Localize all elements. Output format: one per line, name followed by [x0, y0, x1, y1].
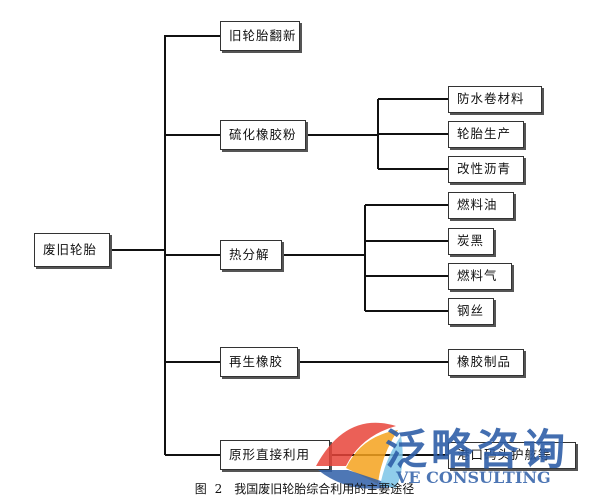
- node-root: 废旧轮胎: [34, 233, 110, 267]
- node-branch-2-label: 硫化橡胶粉: [229, 126, 297, 142]
- node-b2-child-3: 改性沥青: [448, 156, 524, 183]
- node-b2-child-1-label: 防水卷材料: [457, 91, 525, 107]
- figure-caption: 图 2 我国废旧轮胎综合利用的主要途径: [0, 480, 609, 497]
- node-root-label: 废旧轮胎: [43, 241, 98, 257]
- node-b3-child-3: 燃料气: [448, 263, 512, 290]
- figure-number: 图 2: [194, 482, 225, 496]
- node-b3-child-4-label: 钢丝: [457, 303, 485, 319]
- node-branch-5: 原形直接利用: [220, 440, 330, 470]
- node-branch-3-label: 热分解: [229, 246, 270, 262]
- logo-mark-icon: [316, 422, 403, 489]
- node-branch-3: 热分解: [220, 240, 282, 270]
- watermark-subtext: VE CONSULTING: [396, 468, 551, 487]
- figure-caption-text: 我国废旧轮胎综合利用的主要途径: [234, 482, 415, 496]
- node-branch-5-label: 原形直接利用: [229, 446, 311, 462]
- watermark-logo: [316, 422, 403, 489]
- node-b2-child-3-label: 改性沥青: [457, 161, 512, 177]
- node-b3-child-2: 炭黑: [448, 228, 494, 255]
- node-b3-child-3-label: 燃料气: [457, 268, 498, 284]
- node-branch-4-label: 再生橡胶: [229, 353, 284, 369]
- node-b5-child-1-label: 港口码头护舷等: [457, 447, 552, 463]
- node-b4-child-1-label: 橡胶制品: [457, 354, 512, 370]
- node-b3-child-1-label: 燃料油: [457, 197, 498, 213]
- node-b2-child-2: 轮胎生产: [448, 121, 524, 148]
- node-b2-child-2-label: 轮胎生产: [457, 126, 512, 142]
- node-b3-child-1: 燃料油: [448, 192, 514, 219]
- node-branch-1-label: 旧轮胎翻新: [229, 27, 297, 43]
- node-b2-child-1: 防水卷材料: [448, 86, 542, 113]
- node-branch-1: 旧轮胎翻新: [220, 21, 300, 51]
- node-b3-child-4: 钢丝: [448, 298, 494, 325]
- node-b4-child-1: 橡胶制品: [448, 349, 524, 376]
- node-branch-2: 硫化橡胶粉: [220, 120, 306, 150]
- node-branch-4: 再生橡胶: [220, 347, 298, 377]
- node-b5-child-1: 港口码头护舷等: [448, 442, 576, 469]
- watermark-text: 泛略咨询: [385, 425, 570, 474]
- node-b3-child-2-label: 炭黑: [457, 233, 485, 249]
